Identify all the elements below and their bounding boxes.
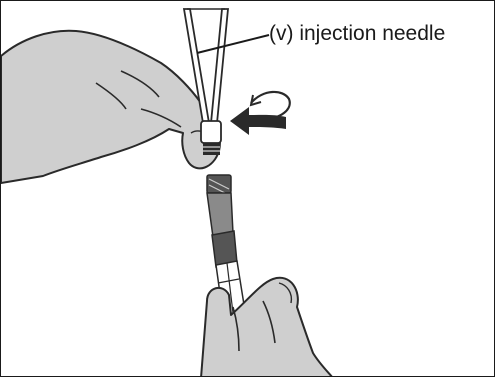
left-arrow-icon <box>230 107 286 135</box>
needle-label: (v) injection needle <box>269 23 445 44</box>
upper-hand <box>1 31 220 183</box>
label-leader-line <box>197 35 269 53</box>
lower-hand <box>201 278 333 377</box>
